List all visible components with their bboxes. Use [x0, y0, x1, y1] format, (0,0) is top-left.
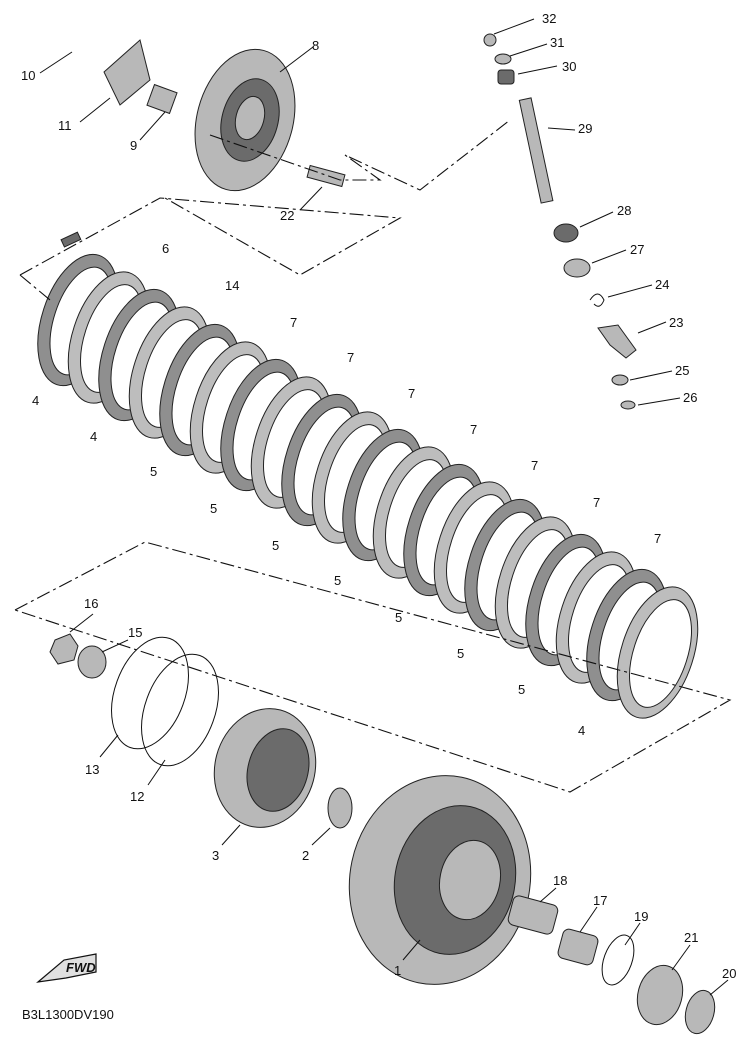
clutch-plate-hole [629, 599, 692, 708]
fwd-arrow-icon: FWD [36, 953, 97, 983]
guide-lines [14, 119, 732, 793]
callout-7: 7 [531, 458, 538, 473]
callout-1: 1 [394, 963, 401, 978]
callout-5: 5 [518, 682, 525, 697]
callout-10: 10 [21, 68, 35, 83]
callout-12: 12 [130, 789, 144, 804]
callout-19: 19 [634, 909, 648, 924]
callout-18: 18 [553, 873, 567, 888]
clutch-plate-stack [37, 253, 699, 719]
callout-5: 5 [334, 573, 341, 588]
callout-32: 32 [542, 11, 556, 26]
callout-4: 4 [90, 429, 97, 444]
callout-31: 31 [550, 35, 564, 50]
callout-5: 5 [150, 464, 157, 479]
callout-5: 5 [457, 646, 464, 661]
callout-29: 29 [578, 121, 592, 136]
callout-4: 4 [578, 723, 585, 738]
callout-17: 17 [593, 893, 607, 908]
callout-7: 7 [654, 531, 661, 546]
callout-7: 7 [470, 422, 477, 437]
callout-7: 7 [347, 350, 354, 365]
callout-28: 28 [617, 203, 631, 218]
callout-7: 7 [593, 495, 600, 510]
callout-6: 6 [162, 241, 169, 256]
hub-group [49, 633, 716, 1035]
callout-7: 7 [408, 386, 415, 401]
callout-3: 3 [212, 848, 219, 863]
callout-20: 20 [722, 966, 736, 981]
leader-lines [39, 18, 729, 996]
callout-8: 8 [312, 38, 319, 53]
callout-5: 5 [395, 610, 402, 625]
callout-16: 16 [84, 596, 98, 611]
pushrod-group [483, 33, 637, 410]
callout-24: 24 [655, 277, 669, 292]
callout-26: 26 [683, 390, 697, 405]
callout-11: 11 [58, 118, 72, 133]
callout-4: 4 [32, 393, 39, 408]
callout-25: 25 [675, 363, 689, 378]
callout-30: 30 [562, 59, 576, 74]
callout-14: 14 [225, 278, 239, 293]
callout-5: 5 [272, 538, 279, 553]
callout-13: 13 [85, 762, 99, 777]
callout-22: 22 [280, 208, 294, 223]
callout-7: 7 [290, 315, 297, 330]
fwd-label: FWD [66, 960, 96, 975]
callout-21: 21 [684, 930, 698, 945]
callout-5: 5 [210, 501, 217, 516]
callout-2: 2 [302, 848, 309, 863]
callout-23: 23 [669, 315, 683, 330]
diagram-code: B3L1300DV190 [22, 1007, 114, 1022]
callout-labels: 10 11 9 8 22 32 31 30 29 28 27 24 23 25 … [21, 11, 736, 981]
callout-15: 15 [128, 625, 142, 640]
pressure-plate-group [60, 39, 346, 248]
callout-9: 9 [130, 138, 137, 153]
callout-27: 27 [630, 242, 644, 257]
